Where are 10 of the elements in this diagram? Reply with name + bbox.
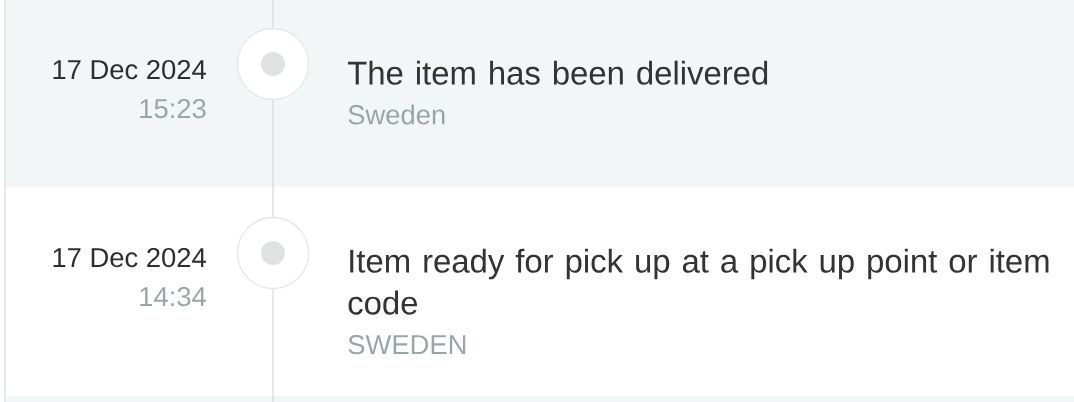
- timeline-marker: [236, 216, 310, 290]
- time-text: 15:23: [140, 98, 206, 119]
- event-title: The item has been delivered: [347, 60, 768, 85]
- time-text: 14:34: [140, 286, 206, 307]
- location-text: Sweden: [348, 104, 445, 125]
- date-text: 17 Dec 2024: [53, 247, 206, 268]
- timeline-marker: [236, 27, 310, 101]
- date-text: 17 Dec 2024: [53, 59, 206, 80]
- event-title: Item ready for pick up at a pick up point or item code: [348, 248, 1049, 315]
- location-text: SWEDEN: [348, 334, 466, 355]
